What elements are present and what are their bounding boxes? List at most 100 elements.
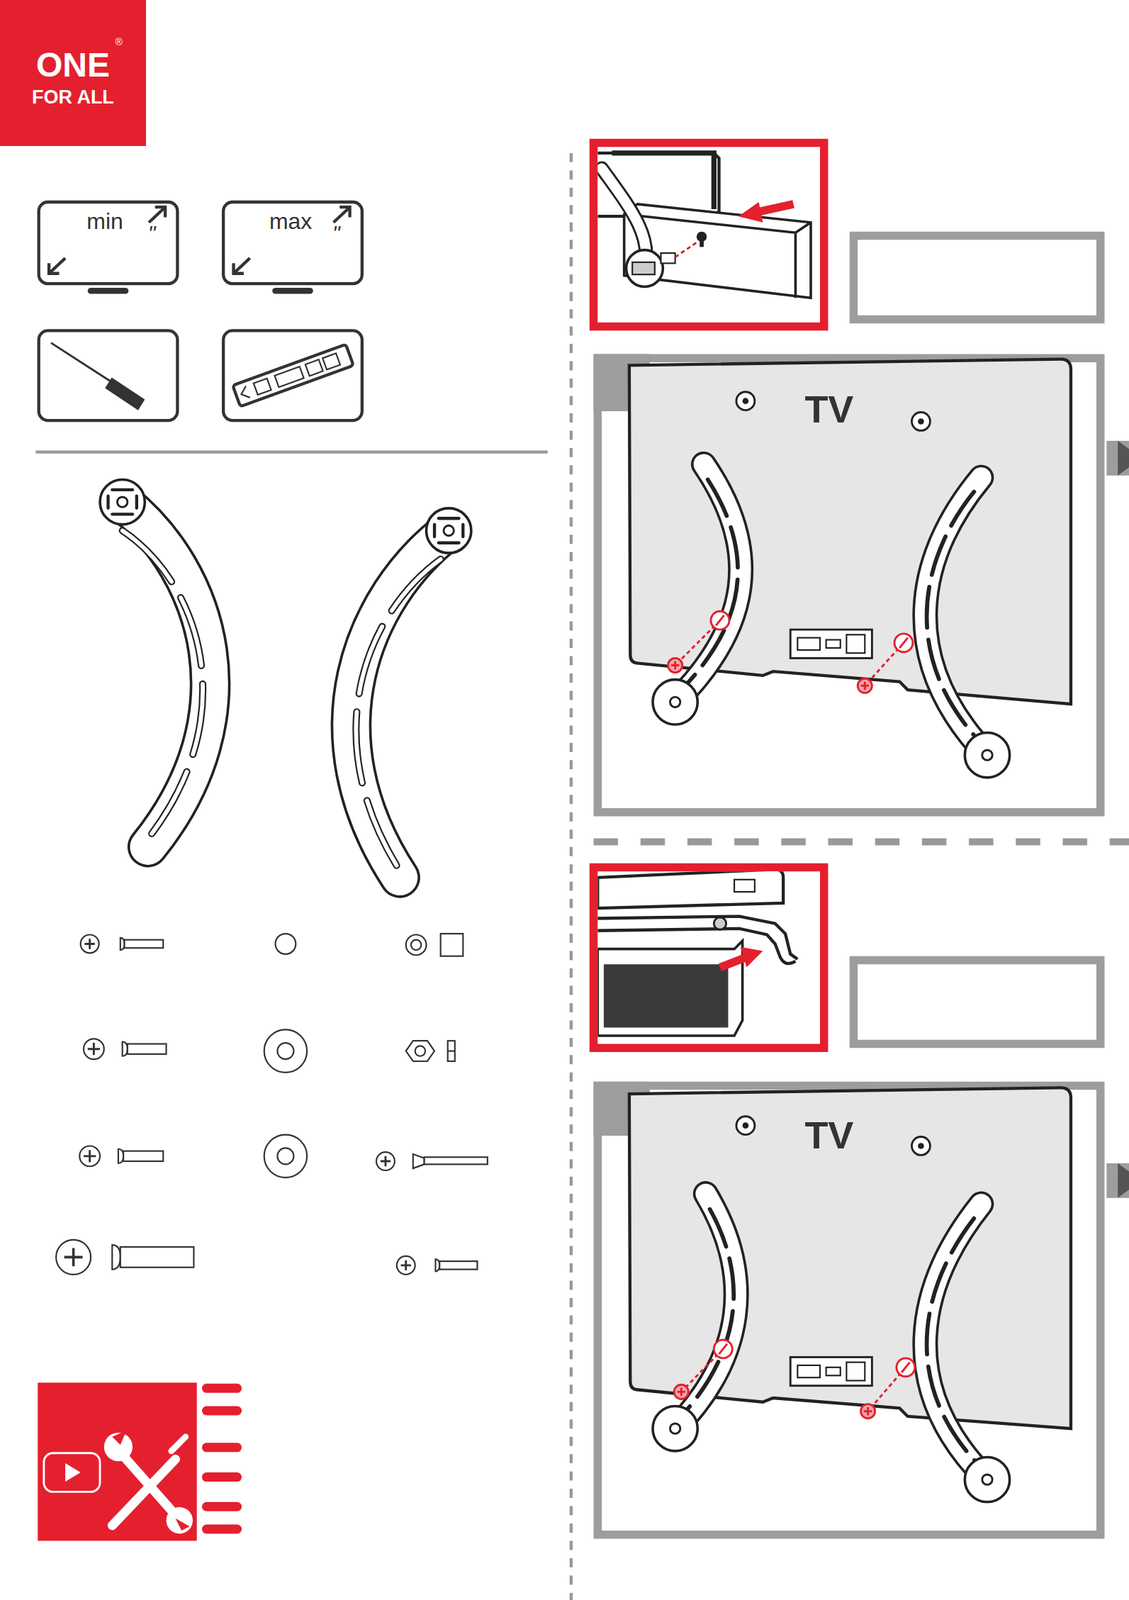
step-panel bbox=[736, 391, 755, 411]
step-panel bbox=[673, 1384, 689, 1399]
step-panel bbox=[1106, 440, 1129, 476]
detail-inset bbox=[597, 871, 798, 1036]
video-help-block bbox=[111, 1458, 176, 1526]
step-panel bbox=[797, 637, 820, 650]
brand-logo: ONEFOR ALL bbox=[0, 0, 146, 146]
step-panel bbox=[896, 1357, 915, 1377]
video-help-block bbox=[171, 1436, 186, 1451]
mounting-bracket bbox=[122, 501, 211, 847]
step-panel bbox=[597, 1085, 1100, 1535]
video-help-block bbox=[37, 1382, 242, 1541]
video-help-block bbox=[201, 1442, 242, 1452]
step-panel bbox=[652, 1406, 698, 1451]
screen-size-max: max" bbox=[223, 201, 363, 284]
step-panel bbox=[713, 1339, 733, 1358]
step-panel bbox=[681, 1209, 734, 1417]
step-panel bbox=[742, 1121, 750, 1129]
step-panel bbox=[669, 1423, 680, 1434]
step-panel bbox=[911, 1136, 930, 1156]
detail-inset bbox=[699, 236, 704, 247]
mounting-bracket bbox=[116, 496, 127, 507]
video-help-block bbox=[201, 1501, 242, 1512]
hardware-parts bbox=[415, 1045, 426, 1056]
step-panel bbox=[1117, 1163, 1129, 1198]
inch-mark: " bbox=[332, 222, 341, 244]
step-panel bbox=[964, 1456, 1010, 1502]
hardware-parts bbox=[396, 1255, 416, 1275]
step-panel bbox=[1106, 1163, 1129, 1198]
detail-inset bbox=[734, 879, 755, 892]
hardware-parts bbox=[411, 939, 421, 950]
hardware-parts bbox=[123, 1150, 164, 1161]
mounting-bracket bbox=[122, 501, 211, 847]
brand-name: ONE bbox=[0, 48, 146, 83]
hardware-parts bbox=[275, 933, 297, 954]
step-panel bbox=[846, 634, 865, 653]
step-panel bbox=[593, 1081, 1129, 1535]
video-help-block bbox=[175, 1518, 190, 1531]
mounting-bracket bbox=[350, 530, 449, 877]
step-panel bbox=[629, 359, 1071, 705]
step-panel bbox=[597, 357, 1100, 813]
screen-size-icons bbox=[223, 201, 363, 284]
step-panel bbox=[901, 1362, 911, 1373]
hardware-parts bbox=[55, 933, 488, 1275]
step-panel bbox=[671, 661, 680, 670]
mounting-bracket bbox=[122, 530, 203, 839]
detail-inset bbox=[626, 250, 664, 288]
step-panel bbox=[593, 353, 1129, 812]
detail-inset bbox=[624, 214, 811, 298]
step-panel bbox=[675, 464, 742, 702]
registered-mark: ® bbox=[115, 36, 123, 47]
step-panel bbox=[982, 749, 993, 760]
screen-size-min: min" bbox=[38, 201, 178, 284]
step-panel bbox=[652, 1193, 1010, 1502]
detail-inset bbox=[593, 143, 1101, 327]
tv-label: TV bbox=[804, 389, 854, 429]
detail-inset bbox=[660, 253, 675, 263]
mounting-bracket bbox=[99, 479, 472, 878]
detail-inset bbox=[597, 940, 743, 1036]
step-panel bbox=[982, 1474, 993, 1485]
video-help-block bbox=[201, 1406, 242, 1416]
divider bbox=[35, 450, 548, 454]
video-help-block bbox=[37, 1382, 197, 1541]
tool-icons bbox=[305, 359, 324, 376]
brand-logo-ground bbox=[0, 0, 146, 146]
step-panel bbox=[742, 397, 750, 404]
mounting-bracket bbox=[99, 479, 145, 525]
step-panel bbox=[668, 657, 683, 672]
hardware-parts bbox=[447, 1040, 456, 1061]
step-panel bbox=[673, 1339, 915, 1419]
hardware-parts bbox=[277, 1147, 294, 1164]
mounting-bracket bbox=[434, 518, 463, 543]
hardware-parts bbox=[64, 1247, 83, 1266]
hardware-parts bbox=[413, 1153, 425, 1168]
step-panel bbox=[911, 412, 930, 431]
detail-inset bbox=[593, 143, 825, 327]
detail-inset bbox=[738, 201, 764, 223]
detail-inset bbox=[713, 917, 726, 930]
hardware-parts bbox=[277, 1042, 294, 1059]
detail-inset bbox=[597, 153, 811, 298]
hardware-parts bbox=[80, 934, 100, 954]
step-panel bbox=[927, 491, 980, 741]
separator-lines bbox=[569, 153, 573, 1600]
hardware-parts bbox=[380, 1155, 391, 1166]
brand-logo-ground bbox=[0, 0, 146, 146]
step-panel bbox=[924, 477, 988, 756]
step-panel bbox=[715, 615, 725, 626]
hardware-parts bbox=[264, 1134, 307, 1178]
video-help-block bbox=[166, 1506, 193, 1533]
tool-icons bbox=[232, 344, 353, 407]
step-panel bbox=[927, 1218, 980, 1465]
step-panel bbox=[710, 610, 730, 630]
mounting-bracket bbox=[443, 525, 454, 536]
step-panel bbox=[736, 1116, 755, 1135]
tool-icons bbox=[274, 366, 305, 387]
step-panel bbox=[846, 1362, 865, 1381]
hardware-parts bbox=[447, 1050, 456, 1052]
video-help-block bbox=[201, 1383, 242, 1393]
tool-icons bbox=[51, 343, 115, 385]
step-panel bbox=[790, 629, 872, 658]
